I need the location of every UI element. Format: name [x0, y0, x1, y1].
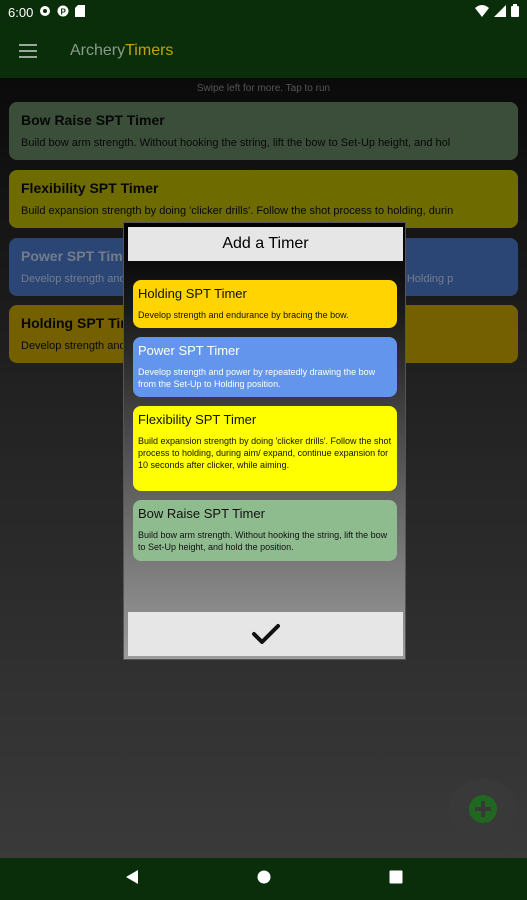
signal-icon [494, 4, 506, 20]
timer-list-area: Swipe left for more. Tap to run Bow Rais… [0, 78, 527, 858]
confirm-button[interactable] [128, 612, 403, 656]
app-title: ArcheryTimers [70, 42, 173, 60]
status-time: 6:00 [8, 4, 34, 20]
notification-icon [39, 5, 51, 20]
option-flexibility[interactable]: Flexibility SPT Timer Build expansion st… [133, 406, 397, 491]
system-nav-bar [0, 858, 527, 900]
app-notification-icon: P [57, 5, 69, 20]
timer-card-title: Power SPT Timer [21, 248, 136, 264]
option-title: Bow Raise SPT Timer [138, 506, 265, 521]
option-bow-raise[interactable]: Bow Raise SPT Timer Build bow arm streng… [133, 500, 397, 561]
recents-icon[interactable] [389, 870, 403, 889]
dialog-title: Add a Timer [128, 227, 403, 261]
option-title: Holding SPT Timer [138, 286, 247, 301]
option-desc: Build bow arm strength. Without hooking … [138, 530, 388, 552]
option-desc: Develop strength and endurance by bracin… [138, 310, 349, 320]
app-bar: ArcheryTimers [0, 24, 527, 78]
timer-card-bow-raise[interactable]: Bow Raise SPT Timer Build bow arm streng… [9, 102, 518, 160]
home-icon[interactable] [257, 870, 271, 889]
add-timer-button[interactable] [449, 779, 517, 839]
timer-card-desc: Build bow arm strength. Without hooking … [21, 137, 451, 149]
sd-card-icon [75, 4, 86, 20]
app-title-part1: Archery [70, 42, 126, 59]
timer-card-title: Holding SPT Timer [21, 315, 146, 331]
checkmark-icon [251, 624, 280, 644]
app-title-part2: Timers [125, 42, 174, 59]
svg-text:P: P [61, 7, 67, 16]
swipe-hint: Swipe left for more. Tap to run [196, 83, 331, 94]
option-desc: Develop strength and power by repeatedly… [138, 367, 376, 389]
battery-icon [511, 4, 519, 20]
back-icon[interactable] [125, 869, 139, 890]
status-bar: 6:00 P [0, 0, 527, 24]
option-holding[interactable]: Holding SPT Timer Develop strength and e… [133, 280, 397, 328]
option-title: Flexibility SPT Timer [138, 412, 257, 427]
option-desc: Build expansion strength by doing 'click… [138, 436, 392, 470]
wifi-icon [475, 4, 489, 20]
timer-card-flexibility[interactable]: Flexibility SPT Timer Build expansion st… [9, 170, 518, 228]
add-circle-icon [469, 795, 497, 823]
timer-card-desc: Build expansion strength by doing 'click… [21, 205, 454, 217]
timer-card-title: Flexibility SPT Timer [21, 180, 159, 196]
menu-icon[interactable] [0, 24, 56, 78]
timer-card-title: Bow Raise SPT Timer [21, 112, 165, 128]
option-title: Power SPT Timer [138, 343, 240, 358]
option-power[interactable]: Power SPT Timer Develop strength and pow… [133, 337, 397, 397]
add-timer-dialog: Add a Timer Holding SPT Timer Develop st… [123, 222, 406, 660]
